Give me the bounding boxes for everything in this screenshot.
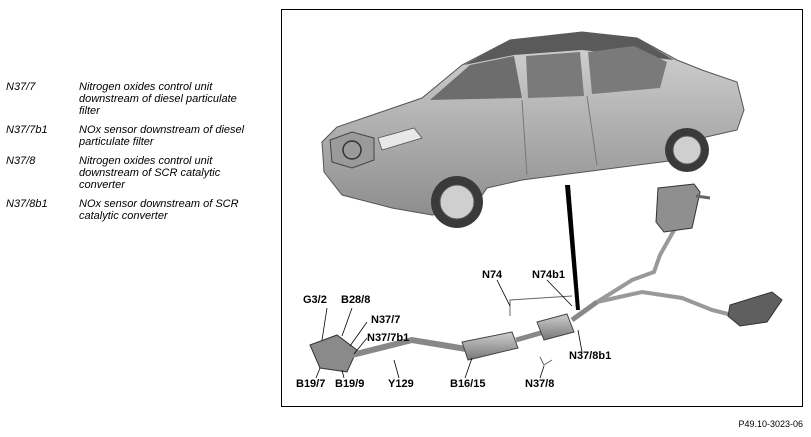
legend-code: N37/7b1 xyxy=(6,124,48,136)
legend-description: NOx sensor downstream of SCR catalytic c… xyxy=(79,198,239,222)
legend-description: NOx sensor downstream of diesel particul… xyxy=(79,124,245,148)
callout-n37-8b1: N37/8b1 xyxy=(569,350,612,362)
exhaust-system-illustration xyxy=(309,31,783,379)
callout-n74: N74 xyxy=(482,269,503,281)
car-illustration xyxy=(321,31,745,228)
callout-n37-8: N37/8 xyxy=(525,378,555,390)
callout-b19-9: B19/9 xyxy=(335,378,365,390)
exhaust-system xyxy=(309,183,783,373)
callout-b28-8: B28/8 xyxy=(341,294,371,306)
callout-n37-7b1: N37/7b1 xyxy=(367,332,410,344)
callout-n37-7: N37/7 xyxy=(371,314,401,326)
callout-g3-2: G3/2 xyxy=(303,294,327,306)
legend-description: Nitrogen oxides control unit downstream … xyxy=(79,81,237,117)
legend-code: N37/8 xyxy=(6,155,36,167)
legend-code: N37/7 xyxy=(6,81,36,93)
legend-code: N37/8b1 xyxy=(6,198,48,210)
legend-row: N37/8 Nitrogen oxides control unit downs… xyxy=(6,155,276,191)
callout-b16-15: B16/15 xyxy=(450,378,486,390)
legend-description: Nitrogen oxides control unit downstream … xyxy=(79,155,221,191)
figure-frame: G3/2 B28/8 N37/7 N37/7b1 B19/7 B19/9 Y12… xyxy=(281,9,803,407)
legend-row: N37/7b1 NOx sensor downstream of diesel … xyxy=(6,124,276,148)
callout-y129: Y129 xyxy=(388,378,414,390)
leader-lines xyxy=(315,279,583,379)
legend: N37/7 Nitrogen oxides control unit downs… xyxy=(6,81,276,229)
callout-n74b1: N74b1 xyxy=(532,269,566,281)
figure-reference: P49.10-3023-06 xyxy=(738,419,803,429)
legend-row: N37/8b1 NOx sensor downstream of SCR cat… xyxy=(6,198,276,222)
legend-row: N37/7 Nitrogen oxides control unit downs… xyxy=(6,81,276,117)
callout-b19-7: B19/7 xyxy=(296,378,326,390)
